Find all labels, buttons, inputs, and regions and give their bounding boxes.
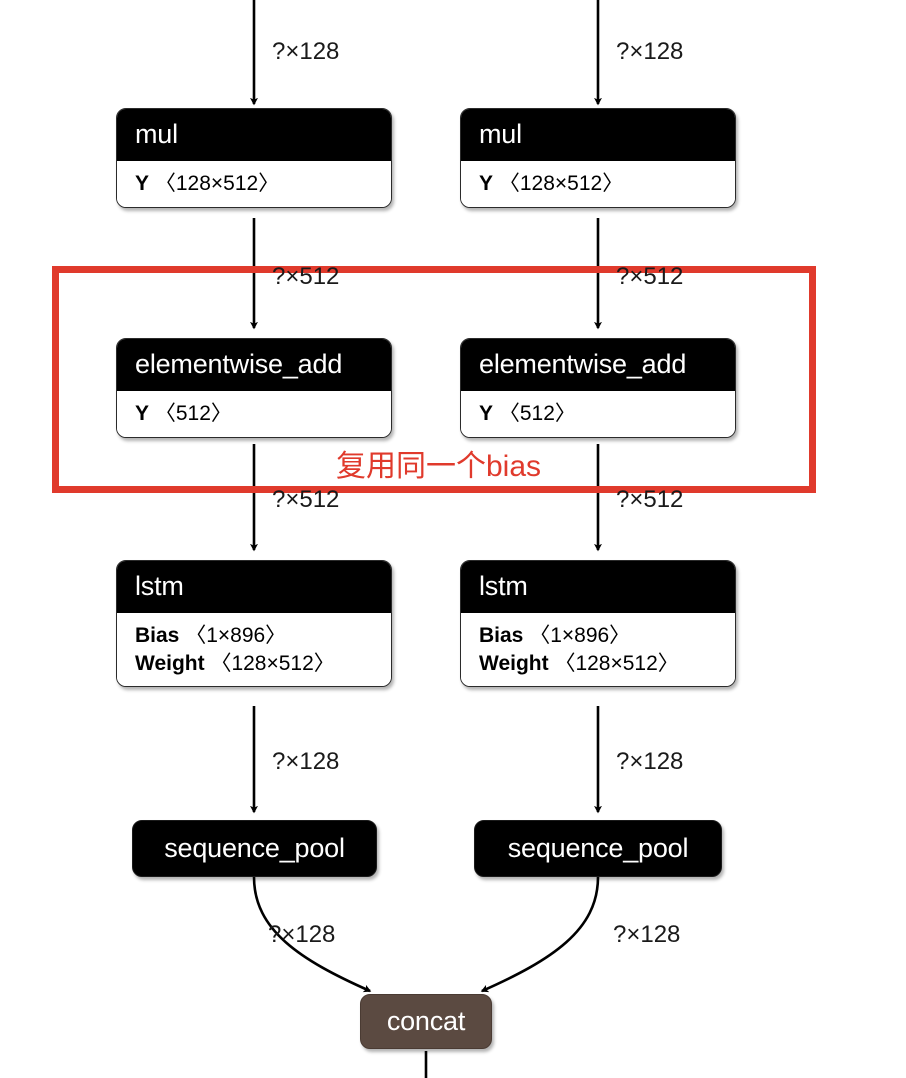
edge-label-pool-concat-right: ?×128	[613, 921, 681, 948]
attr-key: Bias	[135, 624, 180, 647]
node-elementwise-add-right[interactable]: elementwise_add Y 〈512〉	[460, 338, 736, 438]
attr-value: 〈128×512〉	[154, 172, 280, 195]
edge-label-add-lstm-right: ?×512	[616, 486, 684, 513]
node-elementwise-add-left[interactable]: elementwise_add Y 〈512〉	[116, 338, 392, 438]
node-mul-left-title: mul	[117, 109, 391, 161]
attr-key: Y	[135, 172, 150, 195]
node-mul-right-body: Y 〈128×512〉	[461, 161, 735, 207]
node-lstm-left[interactable]: lstm Bias 〈1×896〉 Weight 〈128×512〉	[116, 560, 392, 688]
attr-value: 〈128×512〉	[498, 172, 624, 195]
node-sequence-pool-left-title: sequence_pool	[164, 833, 345, 863]
edge-pool-concat-right	[480, 876, 600, 993]
node-lstm-right[interactable]: lstm Bias 〈1×896〉 Weight 〈128×512〉	[460, 560, 736, 688]
node-mul-left[interactable]: mul Y 〈128×512〉	[116, 108, 392, 208]
node-attr-row: Y 〈512〉	[479, 400, 735, 428]
node-attr-row: Bias 〈1×896〉	[135, 622, 391, 650]
edge-label-top-right: ?×128	[616, 38, 684, 65]
attr-value: 〈1×896〉	[529, 624, 631, 647]
attr-key: Weight	[135, 651, 205, 675]
node-concat[interactable]: concat	[360, 994, 492, 1049]
node-attr-row: Y 〈128×512〉	[479, 170, 735, 198]
node-sequence-pool-left[interactable]: sequence_pool	[132, 820, 377, 877]
node-mul-left-body: Y 〈128×512〉	[117, 161, 391, 207]
node-lstm-left-body: Bias 〈1×896〉 Weight 〈128×512〉	[117, 613, 391, 687]
node-lstm-right-body: Bias 〈1×896〉 Weight 〈128×512〉	[461, 613, 735, 687]
node-elementwise-add-right-title: elementwise_add	[461, 339, 735, 391]
edge-label-pool-concat-left: ?×128	[268, 921, 336, 948]
edge-label-lstm-pool-left: ?×128	[272, 748, 340, 775]
node-concat-title: concat	[386, 1006, 466, 1036]
node-sequence-pool-right[interactable]: sequence_pool	[474, 820, 722, 877]
node-attr-row: Weight 〈128×512〉	[135, 650, 391, 678]
node-lstm-right-title: lstm	[461, 561, 735, 613]
annotation-highlight-box	[52, 266, 816, 493]
attr-key: Y	[479, 402, 494, 425]
node-lstm-left-title: lstm	[117, 561, 391, 613]
attr-value: 〈512〉	[154, 402, 232, 425]
attr-value: 〈512〉	[498, 402, 576, 425]
node-mul-right[interactable]: mul Y 〈128×512〉	[460, 108, 736, 208]
annotation-label: 复用同一个bias	[336, 450, 542, 483]
edge-label-lstm-pool-right: ?×128	[616, 748, 684, 775]
node-sequence-pool-right-title: sequence_pool	[507, 833, 689, 863]
edge-label-mul-add-right: ?×512	[616, 263, 684, 290]
node-elementwise-add-left-body: Y 〈512〉	[117, 391, 391, 437]
edge-label-mul-add-left: ?×512	[272, 263, 340, 290]
attr-key: Bias	[479, 624, 524, 647]
attr-value: 〈128×512〉	[210, 651, 335, 675]
edge-label-top-left: ?×128	[272, 38, 340, 65]
node-elementwise-add-left-title: elementwise_add	[117, 339, 391, 391]
edge-label-add-lstm-left: ?×512	[272, 486, 340, 513]
node-attr-row: Y 〈128×512〉	[135, 170, 391, 198]
node-attr-row: Y 〈512〉	[135, 400, 391, 428]
attr-value: 〈128×512〉	[554, 651, 679, 675]
node-attr-row: Weight 〈128×512〉	[479, 650, 735, 678]
node-mul-right-title: mul	[461, 109, 735, 161]
attr-key: Y	[135, 402, 150, 425]
node-attr-row: Bias 〈1×896〉	[479, 622, 735, 650]
attr-key: Weight	[479, 651, 549, 675]
node-elementwise-add-right-body: Y 〈512〉	[461, 391, 735, 437]
attr-key: Y	[479, 172, 494, 195]
attr-value: 〈1×896〉	[185, 624, 287, 647]
